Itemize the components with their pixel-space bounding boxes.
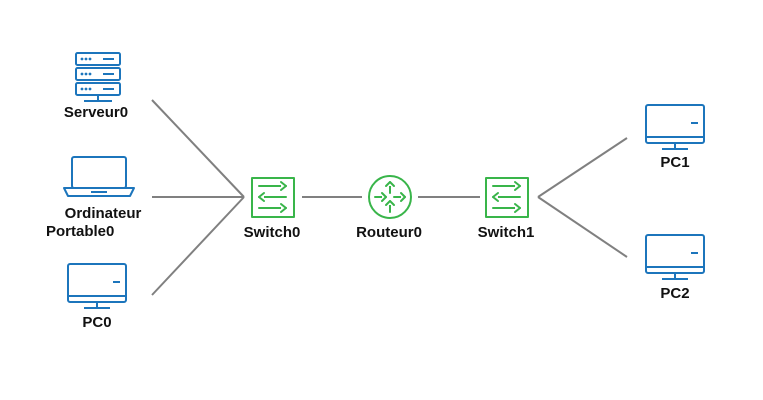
router-icon [368,175,412,219]
switch-icon [485,177,529,218]
label-ordinateur-portable0: Ordinateur Portable0 [46,205,160,241]
link-pc0-switch0 [151,196,245,296]
label-pc2: PC2 [660,285,690,302]
monitor-icon [67,263,127,309]
label-line: Ordinateur [64,205,142,222]
laptop-icon [63,156,135,197]
label-line: Portable0 [46,223,115,240]
link-server0-switch0 [151,99,245,198]
label-pc0: PC0 [82,314,112,331]
label-serveur0: Serveur0 [63,104,129,121]
label-routeur0: Routeur0 [356,224,422,241]
monitor-icon [645,104,705,150]
link-switch1-pc2 [537,196,628,258]
label-switch0: Switch0 [243,224,301,241]
server-icon [75,52,121,102]
switch-icon [251,177,295,218]
label-switch1: Switch1 [477,224,535,241]
links [151,99,628,296]
label-pc1: PC1 [660,154,690,171]
monitor-icon [645,234,705,280]
link-switch1-pc1 [537,137,628,198]
